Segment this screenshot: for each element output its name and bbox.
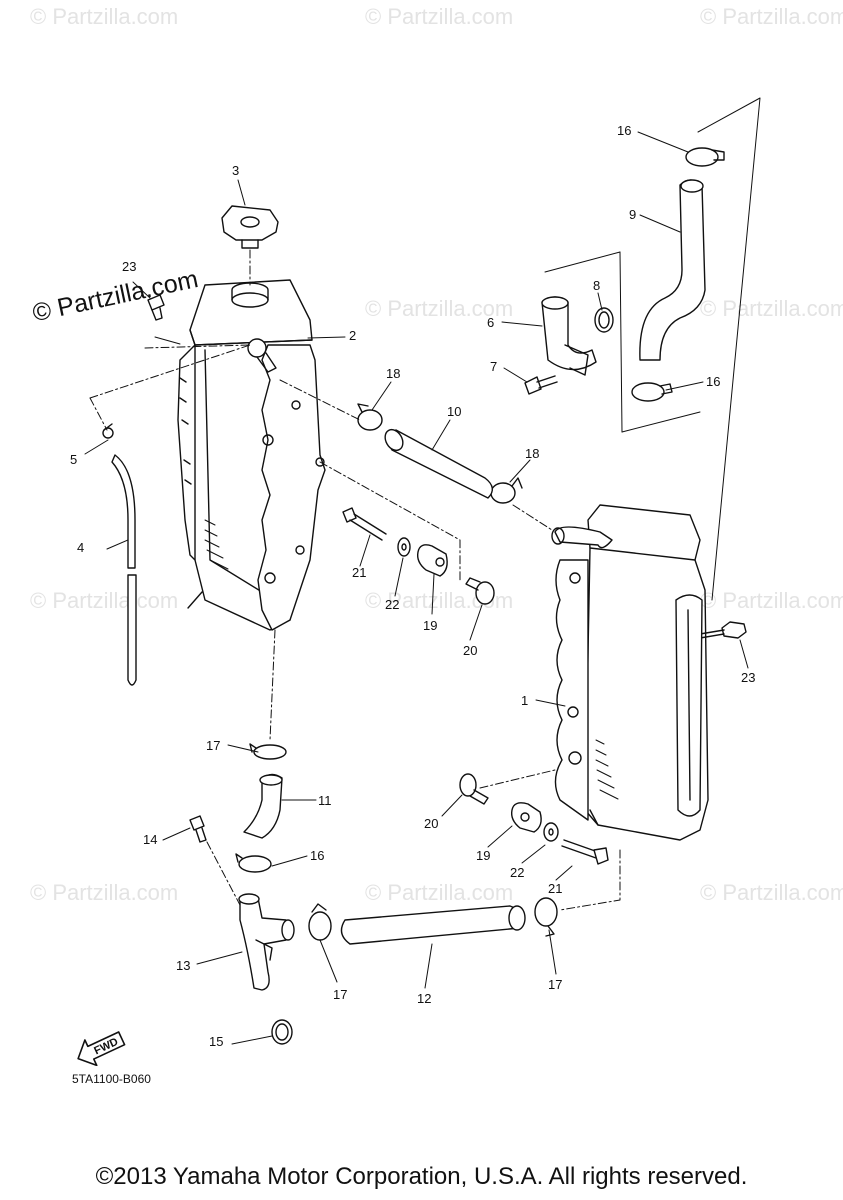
callout-20: 20 [424,816,439,831]
callout-16: 16 [310,848,325,863]
bolt-23-right [699,621,747,639]
bolt-21-lower [561,839,609,865]
leader-lines [84,131,749,1045]
callout-13: 13 [176,958,191,973]
callout-14: 14 [143,832,158,847]
callout-2: 2 [349,328,357,343]
o-ring-15 [271,1019,293,1045]
bolt-14 [189,815,207,843]
callout-22: 22 [510,865,525,880]
hose-clamp-16-lower [235,853,272,873]
callout-17: 17 [206,738,221,753]
callout-17: 17 [333,987,348,1002]
hose-9 [639,179,706,361]
callout-9: 9 [629,207,637,222]
callout-18: 18 [386,366,401,381]
grommet-19-upper [416,544,448,577]
callout-1: 1 [521,693,529,708]
callout-11: 11 [318,793,332,808]
callout-15: 15 [209,1034,224,1049]
hose-clamp-17-top [249,743,287,760]
hose-clamp-18-lower [490,477,523,504]
collar-20-lower [459,773,489,805]
forward-arrow-icon: FWD [77,1031,126,1066]
hose-clamp-17-right [534,897,558,937]
hose-clamp-17-mid [308,903,332,941]
o-ring-8 [594,307,614,333]
callout-22: 22 [385,597,400,612]
washer-22-upper [397,537,411,557]
diagram-code: 5TA1100-B060 [72,1072,151,1086]
radiator-cap [221,205,279,249]
fwd-label: FWD [92,1036,120,1057]
callout-21: 21 [548,881,563,896]
callout-7: 7 [490,359,498,374]
callout-3: 3 [232,163,240,178]
joint-pipe-13 [238,893,295,991]
callout-17: 17 [548,977,563,992]
clip-5 [102,423,114,439]
callout-16: 16 [617,123,632,138]
callout-23: 23 [741,670,756,685]
hose-clamp-16-mid [631,382,673,402]
callout-4: 4 [77,540,85,555]
left-radiator [177,279,326,631]
callout-19: 19 [423,618,438,633]
hose-clamp-18-upper [357,403,383,431]
assembly-lines [89,97,761,911]
collar-20-upper [465,577,495,605]
callout-16: 16 [706,374,721,389]
callout-20: 20 [463,643,478,658]
bolt-23-left [147,294,165,321]
callout-12: 12 [417,991,432,1006]
callout-21: 21 [352,565,367,580]
callout-6: 6 [487,315,495,330]
grommet-19-lower [510,802,542,833]
pipe-fitting-6 [541,296,597,376]
right-radiator [551,504,709,841]
hose-clamp-16-top [685,147,725,167]
hose-12 [340,905,526,945]
callout-18: 18 [525,446,540,461]
hose-10 [384,428,493,499]
callout-5: 5 [70,452,78,467]
callout-10: 10 [447,404,462,419]
breather-hose-4 [111,454,137,686]
callout-19: 19 [476,848,491,863]
copyright-notice: ©2013 Yamaha Motor Corporation, U.S.A. A… [95,1163,748,1190]
hose-11 [243,773,283,839]
washer-22-lower [543,822,559,842]
bolt-7 [524,375,558,395]
bolt-21-upper [342,507,387,541]
callout-8: 8 [593,278,601,293]
callout-23: 23 [122,259,137,274]
